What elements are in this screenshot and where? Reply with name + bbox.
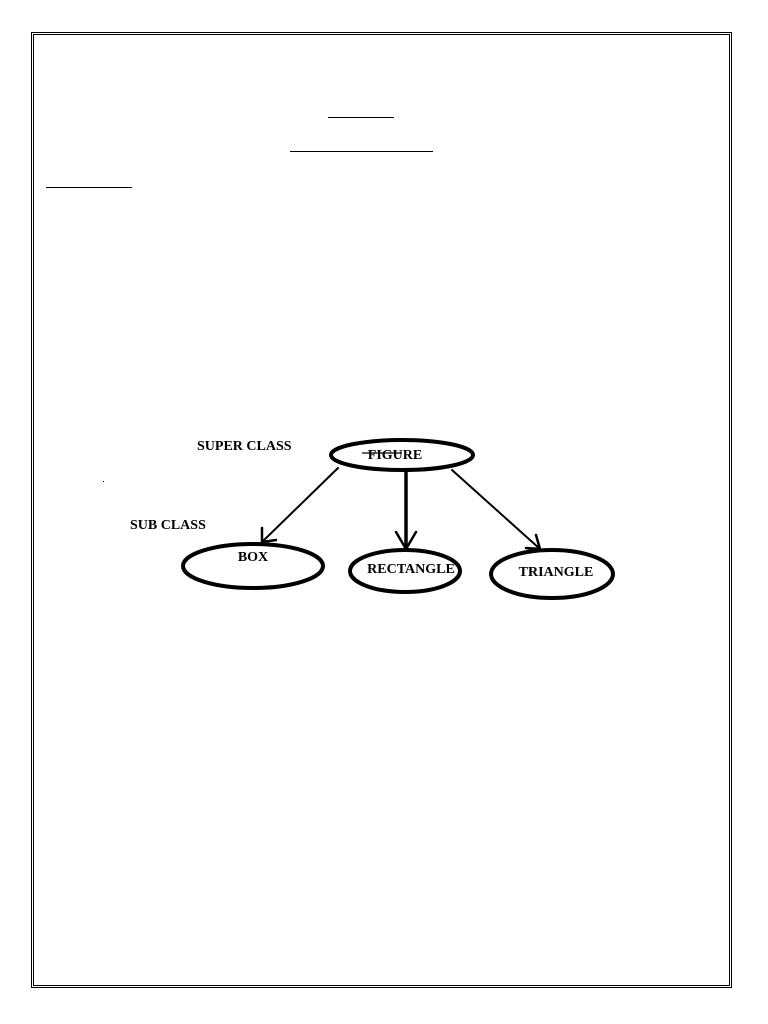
sub-class-label: SUB CLASS: [130, 518, 206, 533]
node-box-label: BOX: [238, 550, 268, 565]
node-rectangle-ellipse: [348, 548, 462, 594]
node-triangle: TRIANGLE: [489, 548, 615, 600]
arrow-figure-to-rectangle: [394, 471, 418, 551]
super-class-label: SUPER CLASS: [197, 439, 292, 454]
underline-subtitle: [290, 151, 433, 152]
node-box: BOX: [181, 542, 325, 590]
node-triangle-label: TRIANGLE: [519, 565, 594, 580]
arrows: [260, 467, 542, 551]
node-figure-label: FIGURE: [368, 448, 422, 463]
node-figure: FIGURE: [329, 438, 475, 472]
underline-heading: [46, 187, 132, 188]
underline-title: [328, 117, 394, 118]
arrow-figure-to-triangle: [451, 469, 542, 551]
stray-mark: [103, 481, 104, 482]
node-rectangle-label: RECTANGLE: [367, 562, 455, 577]
node-triangle-ellipse: [489, 548, 615, 600]
page-border: [31, 32, 732, 988]
arrow-figure-to-box: [260, 467, 339, 544]
node-rectangle: RECTANGLE: [348, 548, 462, 594]
node-box-ellipse: [181, 542, 325, 590]
node-figure-ellipse: [329, 438, 475, 472]
